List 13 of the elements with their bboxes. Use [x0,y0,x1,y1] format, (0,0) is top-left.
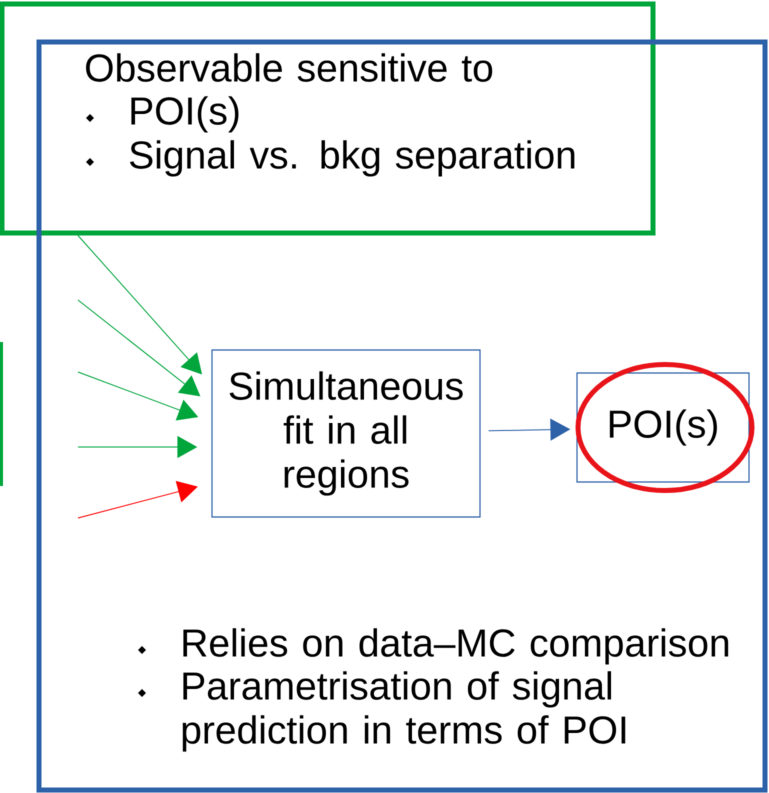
partial-box [0,342,3,486]
process-box [211,349,481,518]
process-box [576,372,750,483]
arrow [78,300,200,396]
node-text: POI(s) [610,409,717,446]
bullet-text: Relies on data–MC comparison [183,628,728,665]
bullet-text: POI(s) [131,96,238,133]
frame-box [36,40,768,792]
bullet-text: Signal vs. bkg separation [130,140,574,177]
frame-box [0,2,656,236]
heading: Observable sensitive to [86,53,492,82]
bullet-text: Parametrisation of signal prediction in terms of POI [182,671,626,752]
node-text: Simultaneous fit in all regions [230,371,463,496]
